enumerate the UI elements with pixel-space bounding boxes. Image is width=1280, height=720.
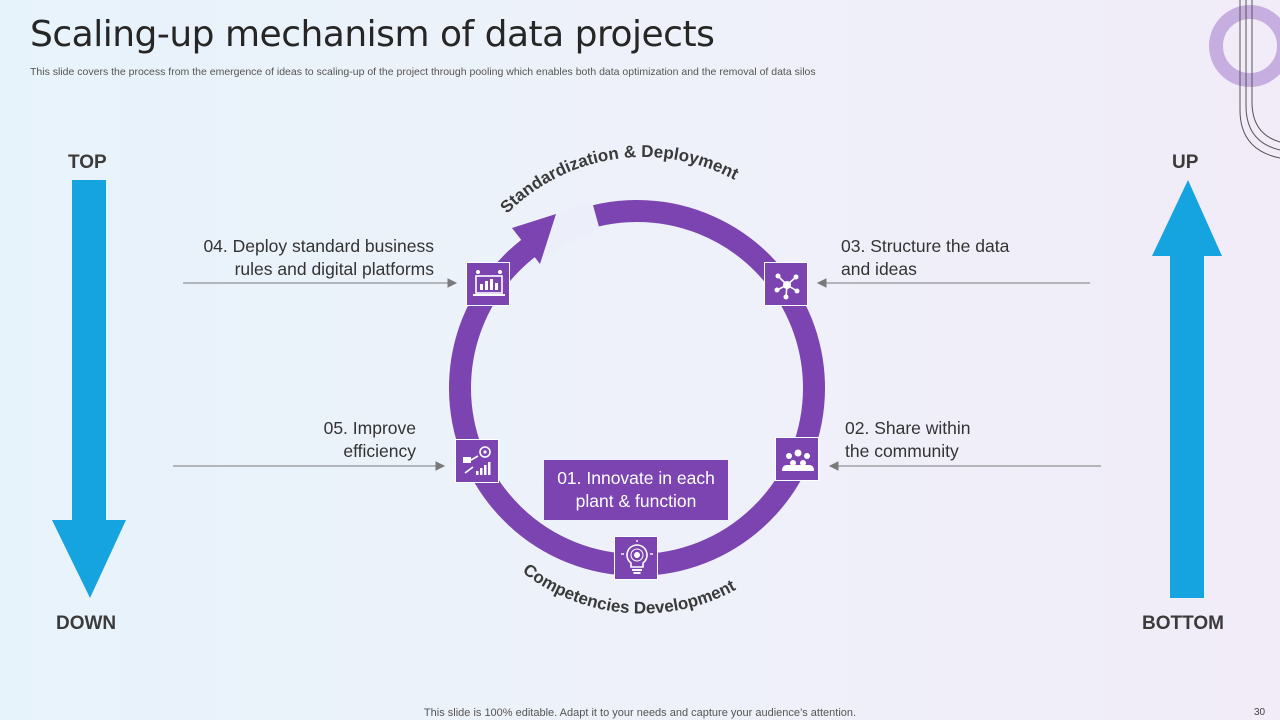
bottom-label: BOTTOM [1142,613,1224,634]
top-label: TOP [68,152,107,173]
step-04-line1: 04. Deploy standard business [203,236,434,256]
down-arrow-icon [52,180,126,598]
step-01-line1: 01. Innovate in each [557,468,715,488]
cycle-arrowhead [512,214,556,264]
connector-arrowhead [828,461,839,471]
step-02-text: 02. Share within the community [845,417,971,463]
efficiency-icon [455,439,499,483]
step-05-text: 05. Improve efficiency [324,417,416,463]
footer-note: This slide is 100% editable. Adapt it to… [423,707,857,719]
corner-decoration [1209,0,1280,159]
idea-bulb-icon [614,536,658,580]
step-04-text: 04. Deploy standard business rules and d… [203,235,434,281]
step-05-line1: 05. Improve [323,418,416,438]
page-number: 30 [1254,707,1266,718]
connector-arrowhead [435,461,446,471]
network-icon [764,262,808,306]
down-label: DOWN [56,613,117,634]
step-02-line2: the community [845,441,959,461]
slide-title: Scaling-up mechanism of data projects [30,14,715,55]
up-arrow-icon [1152,180,1222,598]
step-03-line1: 03. Structure the data [841,236,1010,256]
connector-arrowhead [447,278,458,288]
community-icon [775,437,819,481]
step-03-line2: and ideas [841,259,917,279]
slide-subtitle: This slide covers the process from the e… [30,66,816,78]
step-03-text: 03. Structure the data and ideas [841,235,1009,281]
step-01-box: 01. Innovate in each plant & function [544,460,728,520]
connector-arrowhead [816,278,827,288]
step-01-line2: plant & function [575,491,697,511]
dashboard-icon [466,262,510,306]
step-05-line2: efficiency [343,441,416,461]
step-04-line2: rules and digital platforms [234,259,434,279]
step-02-line1: 02. Share within [845,418,971,438]
up-label: UP [1172,152,1199,173]
